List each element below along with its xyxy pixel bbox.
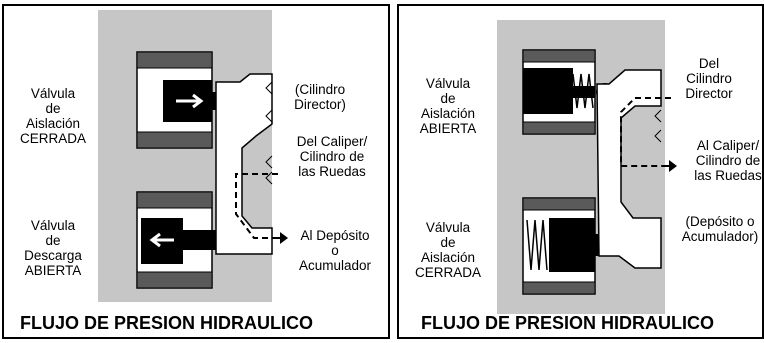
arrow-right-icon [176, 93, 204, 109]
footer-title: FLUJO DE PRESION HIDRAULICO [421, 313, 715, 333]
port-top-label: (Cilindro Director) [294, 82, 346, 112]
upper-valve-label: Válvula de Aislación CERRADA [19, 86, 86, 146]
right-diagram-panel: Válvula de Aislación ABIERTA Válvula de … [397, 4, 764, 339]
lower-valve-label: Válvula de Descarga ABIERTA [24, 218, 82, 278]
upper-valve-piston [523, 68, 573, 114]
lower-spring-icon [526, 219, 548, 271]
lower-valve-piston [549, 218, 595, 272]
arrow-left-icon [149, 232, 174, 248]
upper-port-thread [265, 74, 273, 123]
fluid-passage [215, 73, 273, 255]
left-diagram-panel: Válvula de Aislación CERRADA Válvula de … [2, 4, 390, 339]
upper-valve-stem [573, 86, 595, 98]
port-top-label: Del Cilindro Director [685, 56, 733, 101]
upper-valve-bottom-seat [136, 131, 213, 149]
fluid-passage [596, 69, 662, 269]
upper-valve-top-seat [522, 49, 596, 63]
flow-path [620, 97, 671, 167]
upper-valve-top-seat [136, 51, 213, 69]
lower-valve-top-seat [522, 197, 596, 211]
lower-valve-stem [181, 230, 217, 250]
port-middle-label: Al Caliper/ Cilindro de las Ruedas [694, 138, 762, 183]
lower-valve-label: Válvula de Aislación CERRADA [414, 220, 481, 280]
flow-arrowhead-icon [280, 232, 288, 244]
port-middle-label: Del Caliper/ Cilindro de las Ruedas [296, 134, 368, 179]
port-bottom-label: Al Depósito o Acumulador [298, 228, 372, 273]
right-valve-diagram [497, 20, 677, 314]
upper-valve-label: Válvula de Aislación ABIERTA [419, 76, 477, 136]
lower-valve-bottom-seat [522, 281, 596, 295]
upper-valve-bottom-seat [522, 121, 596, 135]
flow-arrowhead-icon [669, 160, 677, 172]
middle-port-thread [654, 109, 662, 143]
middle-port-thread [265, 155, 273, 185]
flow-path [235, 173, 278, 239]
lower-valve-top-seat [136, 191, 213, 209]
footer-title: FLUJO DE PRESION HIDRAULICO [20, 313, 314, 333]
port-bottom-label: (Depósito o Acumulador) [681, 214, 759, 244]
lower-valve-bottom-seat [136, 271, 213, 289]
left-valve-diagram [98, 10, 288, 302]
